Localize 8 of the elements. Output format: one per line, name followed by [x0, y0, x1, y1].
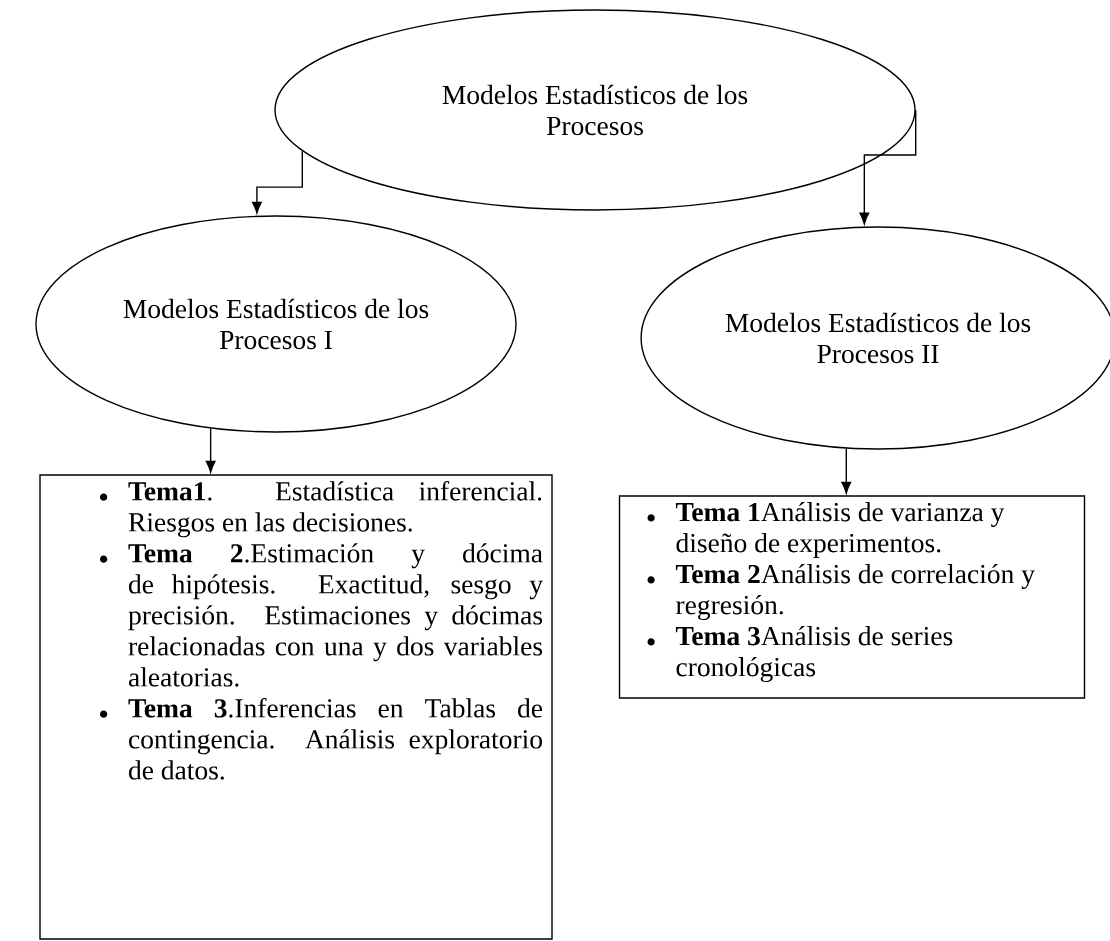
topic-list-box: Tema 1Análisis de varianza y diseño de experimentos. Tema 2Análisis de correlación y regresión. Tema 3Análisis de series cronológicas [618, 495, 1086, 699]
ellipse-node: Modelos Estadísticos de los Procesos I [35, 215, 517, 433]
ellipse-node: Modelos Estadísticos de los Procesos [274, 9, 916, 211]
arrow [205, 427, 216, 473]
arrow [251, 150, 303, 214]
topic-list-box: Tema1. Estadística inferencial. Riesgos en las decisiones. Tema 2.Estimación y dócima de hipótesis. Exactitud, sesgo y precisión. Estimaciones y dócimas relacionadas con una y dos variables aleatorias. Tema 3.Inferencias en Tablas de contingencia. Análisis exploratorio de datos. [39, 474, 553, 940]
arrow [859, 109, 917, 225]
arrow [841, 448, 852, 494]
